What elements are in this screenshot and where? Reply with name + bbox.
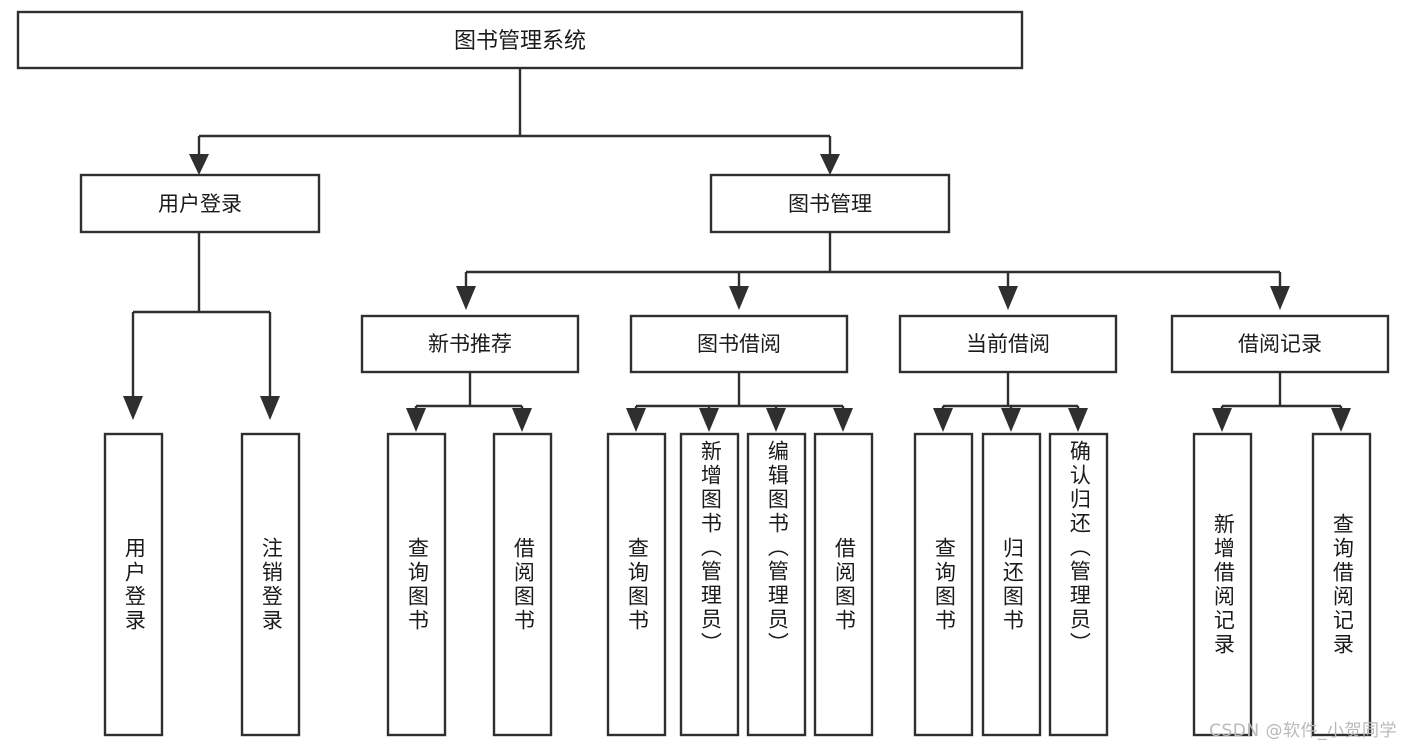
arrow-head-leaf-borrow-book-2 <box>833 408 853 432</box>
node-leaf-query-book-2-box[interactable] <box>606 432 667 737</box>
arrow-head-current-borrow <box>998 286 1018 310</box>
node-book-manage[interactable]: 图书管理 <box>709 173 951 234</box>
arrow-head-leaf-confirm-return <box>1068 408 1088 432</box>
node-borrow-record-box[interactable] <box>1170 314 1390 374</box>
node-new-book-recommend[interactable]: 新书推荐 <box>360 314 580 374</box>
node-book-borrow-box[interactable] <box>629 314 849 374</box>
connector-group-user-login <box>123 232 280 420</box>
node-leaf-return-book-box[interactable] <box>981 432 1042 737</box>
node-root-label: 图书管理系统 <box>454 29 586 54</box>
connector-group-book-manage <box>456 232 1290 310</box>
node-borrow-record[interactable]: 借阅记录 <box>1170 314 1390 374</box>
node-leaf-query-book-3-box[interactable] <box>913 432 974 737</box>
connector-group-new-book-recommend <box>406 372 532 432</box>
arrow-head-leaf-query-book-1 <box>406 408 426 432</box>
arrow-head-user-login <box>189 154 209 175</box>
node-root[interactable]: 图书管理系统 <box>16 10 1024 70</box>
arrow-head-book-manage <box>820 154 840 175</box>
node-leaf-user-logout-box[interactable] <box>240 432 301 737</box>
arrow-head-leaf-add-book <box>699 408 719 432</box>
arrow-head-new-book-recommend <box>456 286 476 310</box>
node-root-box[interactable] <box>16 10 1024 70</box>
node-current-borrow-box[interactable] <box>898 314 1118 374</box>
arrow-head-leaf-add-record <box>1212 408 1232 432</box>
node-leaf-add-record-box[interactable] <box>1192 432 1253 737</box>
node-leaf-borrow-book-1-box[interactable] <box>492 432 553 737</box>
arrow-head-book-borrow <box>729 286 749 310</box>
node-book-borrow-label: 图书借阅 <box>697 332 781 356</box>
node-current-borrow[interactable]: 当前借阅 <box>898 314 1118 374</box>
arrow-head-leaf-return-book <box>1001 408 1021 432</box>
csdn-watermark: CSDN @软件_小贺同学 <box>1209 721 1397 741</box>
node-leaf-borrow-book-2-box[interactable] <box>813 432 874 737</box>
node-leaf-add-book-box[interactable] <box>679 432 740 737</box>
connector-group-borrow-record <box>1212 372 1351 432</box>
arrow-head-borrow-record <box>1270 286 1290 310</box>
arrow-head-leaf-query-book-3 <box>933 408 953 432</box>
connector-group-current-borrow <box>933 372 1088 432</box>
node-book-manage-label: 图书管理 <box>788 192 872 216</box>
arrow-head-leaf-query-book-2 <box>626 408 646 432</box>
node-new-book-recommend-label: 新书推荐 <box>428 332 512 356</box>
connector-group-root <box>189 68 840 175</box>
arrow-head-leaf-query-record <box>1331 408 1351 432</box>
connector-group-book-borrow <box>626 372 853 432</box>
node-user-login-label: 用户登录 <box>158 192 242 216</box>
node-new-book-recommend-box[interactable] <box>360 314 580 374</box>
arrow-head-leaf-edit-book <box>766 408 786 432</box>
node-book-manage-box[interactable] <box>709 173 951 234</box>
node-book-borrow[interactable]: 图书借阅 <box>629 314 849 374</box>
arrow-head-leaf-user-logout <box>260 396 280 420</box>
node-leaf-edit-book-box[interactable] <box>746 432 807 737</box>
node-user-login-box[interactable] <box>79 173 321 234</box>
node-borrow-record-label: 借阅记录 <box>1238 332 1322 356</box>
node-leaf-user-login-box[interactable] <box>103 432 164 737</box>
arrow-head-leaf-user-login <box>123 396 143 420</box>
arrow-head-leaf-borrow-book-1 <box>512 408 532 432</box>
node-leaf-query-book-1-box[interactable] <box>386 432 447 737</box>
node-user-login[interactable]: 用户登录 <box>79 173 321 234</box>
node-leaf-query-record-box[interactable] <box>1311 432 1372 737</box>
node-current-borrow-label: 当前借阅 <box>966 332 1050 356</box>
node-leaf-confirm-return-box[interactable] <box>1048 432 1109 737</box>
